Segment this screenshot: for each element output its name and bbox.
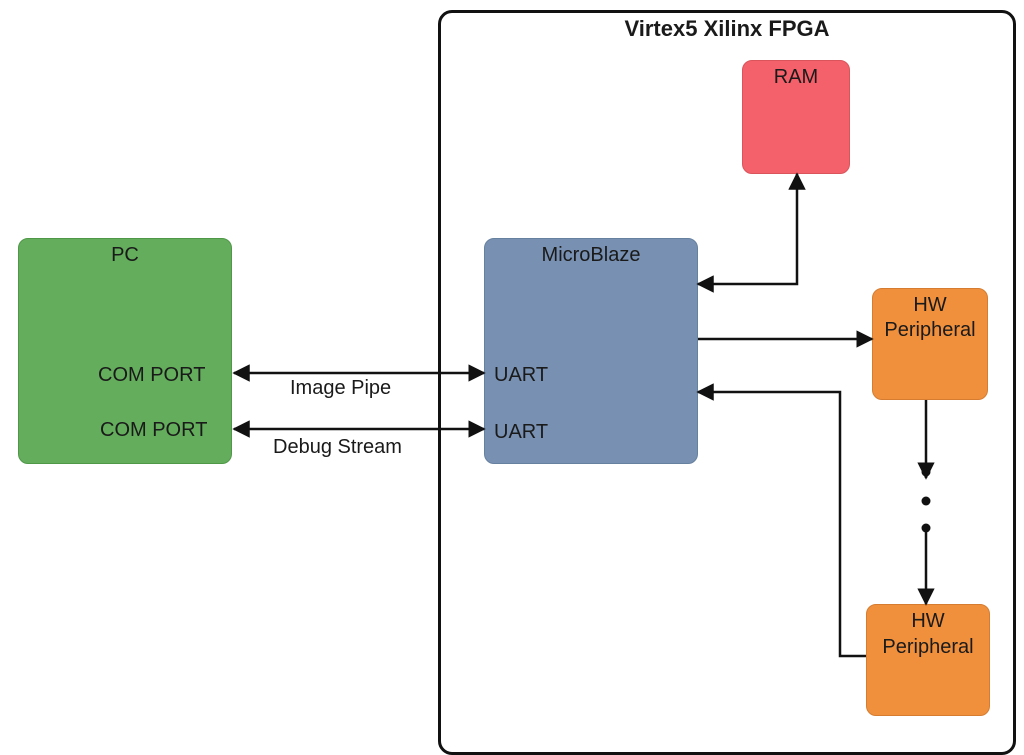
ram-block [742,60,850,174]
ellipsis-dot-1 [921,467,931,477]
ram-label: RAM [773,66,819,88]
pc-com-port-2: COM PORT [100,419,208,441]
fpga-title: Virtex5 Xilinx FPGA [624,16,830,41]
hw-peripheral-2-block [866,604,990,716]
pc-title: PC [111,244,139,266]
ellipsis-dot-3 [921,523,931,533]
microblaze-ram-arrow [696,172,806,293]
microblaze-block [484,238,698,464]
microblaze-uart-1: UART [494,364,549,386]
pc-block [18,238,232,464]
hw-peripheral-1-block [872,288,988,400]
hw-peripheral-2-line1: HW [911,610,945,632]
microblaze-title: MicroBlaze [541,244,641,266]
hw-peripheral-1-line1: HW [913,294,947,316]
image-pipe-label: Image Pipe [290,377,392,399]
hw-peripheral-2-line2: Peripheral [882,636,974,658]
debug-stream-label: Debug Stream [273,436,402,458]
microblaze-uart-2: UART [494,421,549,443]
pc-com-port-1: COM PORT [98,364,206,386]
hw-peripheral-1-line2: Peripheral [884,319,976,341]
ellipsis-dot-2 [921,496,931,506]
hw2-microblaze-arrow [696,383,866,658]
